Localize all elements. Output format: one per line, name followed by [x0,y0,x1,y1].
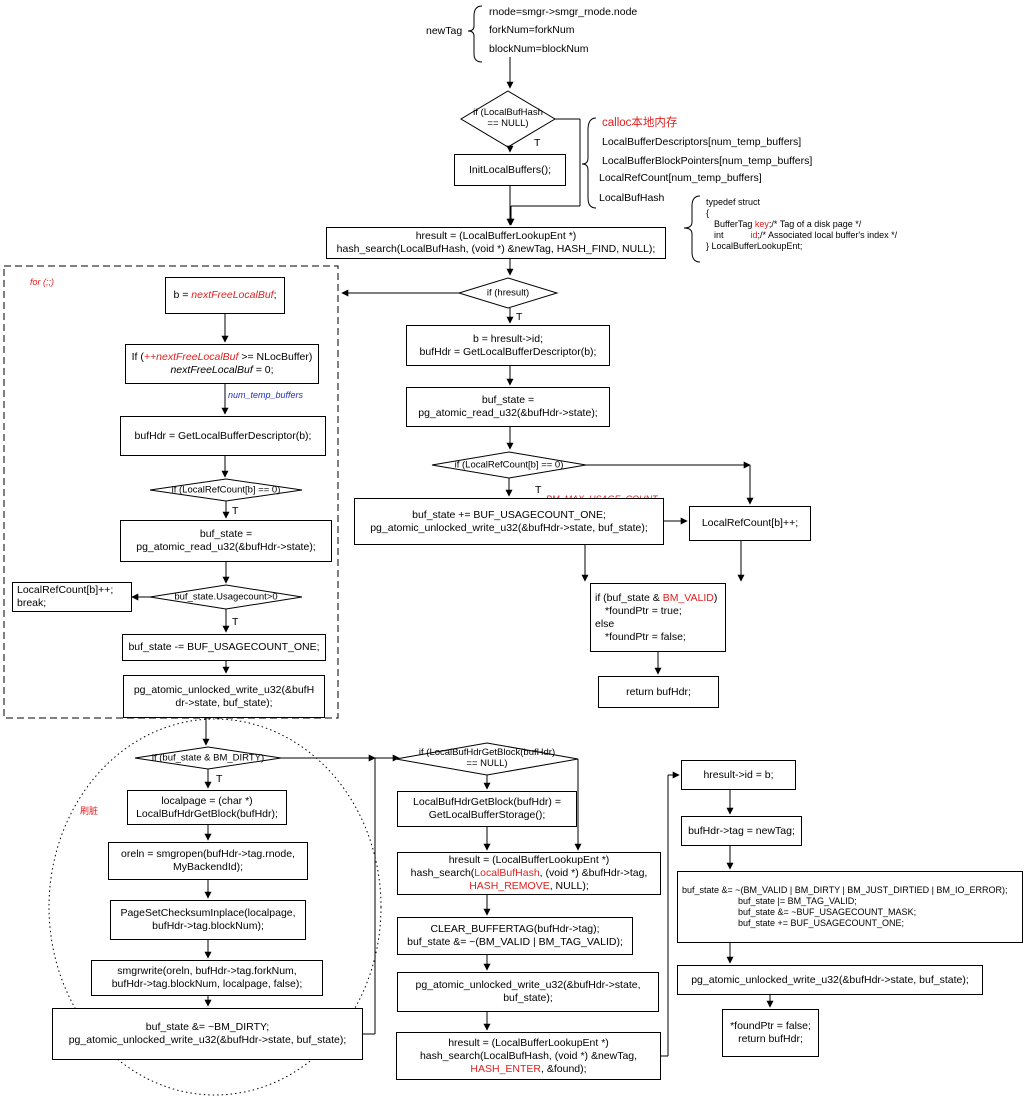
t-label-hash-null: T [534,137,541,149]
loop-b-next-box: b = nextFreeLocalBuf; [165,277,285,314]
newtag-field-blocknum: blockNum=blockNum [489,43,589,55]
newtag-field-forknum: forkNum=forkNum [489,24,575,36]
hit-return-box: return bufHdr; [598,676,719,708]
decision-refcount-loop-label: if (LocalRefCount[b] == 0) [171,484,281,496]
num-temp-buffers-label: num_temp_buffers [228,390,304,400]
decision-refcount-main-label: if (LocalRefCount[b] == 0) [454,459,564,471]
hit-valid-check-box: if (buf_state & BM_VALID) *foundPtr = tr… [590,583,726,652]
hit-inc-usage-box: buf_state += BUF_USAGECOUNT_ONE;pg_atomi… [354,498,664,545]
calloc-item-refcount: LocalRefCount[num_temp_buffers] [599,172,762,184]
calloc-note-title: calloc本地内存 [602,117,678,129]
init-local-buffers-box: InitLocalBuffers(); [454,154,566,186]
mid-write-state-box: pg_atomic_unlocked_write_u32(&bufHdr->st… [397,972,659,1012]
mid-clear-tag-box: CLEAR_BUFFERTAG(bufHdr->tag);buf_state &… [397,917,633,955]
right-flags-box: buf_state &= ~(BM_VALID | BM_DIRTY | BM_… [677,871,1023,943]
decision-hresult-label: if (hresult) [486,287,530,299]
flush-checksum-box: PageSetChecksumInplace(localpage,bufHdr-… [110,900,306,940]
loop-get-desc-box: bufHdr = GetLocalBufferDescriptor(b); [120,416,326,456]
calloc-item-descriptors: LocalBufferDescriptors[num_temp_buffers] [602,136,802,148]
flush-boundary [48,718,382,1096]
loop-wrap-box: If (++nextFreeLocalBuf >= NLocBuffer) ne… [125,344,319,384]
right-set-tag-box: bufHdr->tag = newTag; [681,816,802,846]
decision-dirty-label: if (buf_state & BM_DIRTY) [151,752,265,764]
decision-hash-null-label: if (LocalBufHash== NULL) [473,107,543,129]
calloc-item-localbufhash: LocalBufHash [599,192,665,204]
decision-usagecount-label: buf_state.Usagecount>0 [174,591,278,603]
hit-refcount-inc-box: LocalRefCount[b]++; [689,506,811,541]
loop-read-state-box: buf_state =pg_atomic_read_u32(&bufHdr->s… [120,520,332,562]
flush-smgrwrite-box: smgrwrite(oreln, bufHdr->tag.forkNum,buf… [91,960,323,996]
t-label-refcount-main: T [535,484,542,496]
hash-find-box: hresult = (LocalBufferLookupEnt *)hash_s… [326,227,666,259]
newtag-label: newTag [426,25,463,37]
loop-found-box: LocalRefCount[b]++;break; [12,582,132,612]
t-label-refcount-loop: T [232,505,239,517]
loop-boundary [3,265,339,719]
hit-read-state-box: buf_state =pg_atomic_read_u32(&bufHdr->s… [406,387,610,427]
loop-label: for (;;) [30,277,54,287]
mid-hash-enter-box: hresult = (LocalBufferLookupEnt *) hash_… [396,1032,661,1080]
decision-getblock-label: if (LocalBufHdrGetBlock(bufHdr)== NULL) [418,747,556,769]
t-label-dirty: T [216,773,223,785]
mid-alloc-storage-box: LocalBufHdrGetBlock(bufHdr) =GetLocalBuf… [397,791,577,827]
t-label-hresult: T [516,311,523,323]
calloc-item-blockpointers: LocalBufferBlockPointers[num_temp_buffer… [602,155,813,167]
flush-localpage-box: localpage = (char *)LocalBufHdrGetBlock(… [127,790,287,825]
loop-dec-usage-box: buf_state -= BUF_USAGECOUNT_ONE; [122,634,326,661]
t-label-usagecount: T [232,616,239,628]
mid-hash-remove-box: hresult = (LocalBufferLookupEnt *) hash_… [397,852,661,895]
newtag-field-rnode: rnode=smgr->smgr_rnode.node [489,6,638,18]
newtag-brace [467,5,483,63]
flush-smgropen-box: oreln = smgropen(bufHdr->tag.rnode,MyBac… [108,842,308,880]
flush-clear-dirty-box: buf_state &= ~BM_DIRTY;pg_atomic_unlocke… [52,1008,363,1060]
right-set-id-box: hresult->id = b; [681,760,796,790]
right-write-state-box: pg_atomic_unlocked_write_u32(&bufHdr->st… [677,965,983,995]
right-return-box: *foundPtr = false;return bufHdr; [722,1009,819,1057]
typedef-note: typedef struct { BufferTag key;/* Tag of… [706,197,898,251]
decision-hresult [457,277,559,309]
typedef-brace [683,195,701,263]
hit-b-id-box: b = hresult->id;bufHdr = GetLocalBufferD… [406,325,610,366]
flush-label: 刷脏 [80,806,99,816]
calloc-brace [581,117,597,209]
